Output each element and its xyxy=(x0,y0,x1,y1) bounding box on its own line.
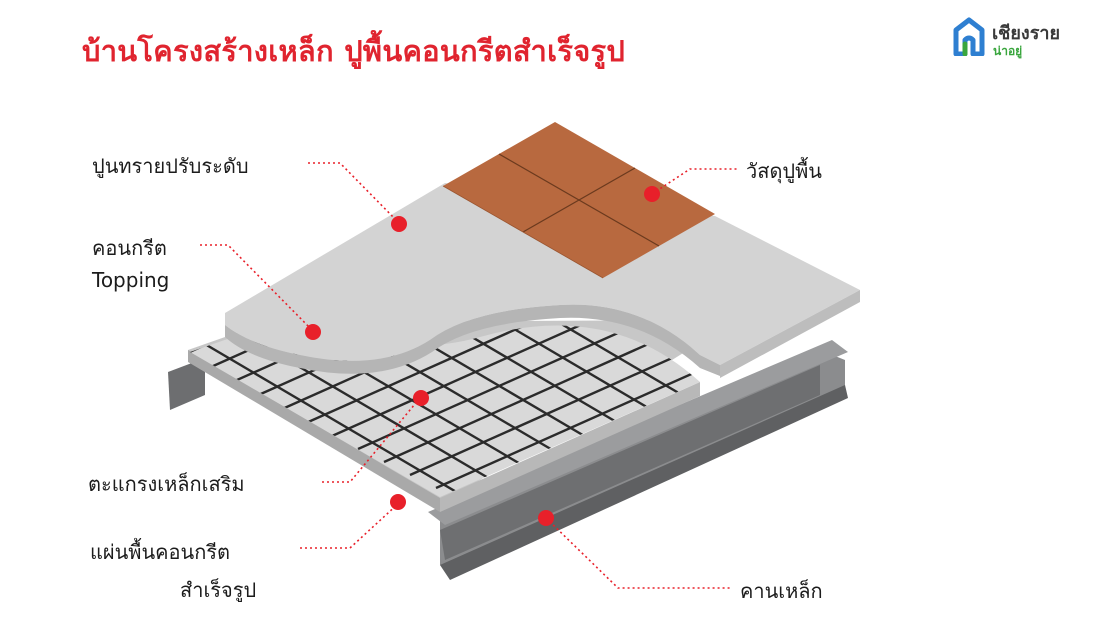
house-logo-icon xyxy=(953,17,985,56)
rebar-line xyxy=(435,325,700,490)
label-flooring: วัสดุปูพื้น xyxy=(746,159,822,183)
label-precast-line1: แผ่นพื้นคอนกรีต xyxy=(90,540,231,564)
logo-tagline: น่าอยู่ xyxy=(993,44,1023,58)
marker-precast xyxy=(390,494,406,510)
rebar-line xyxy=(738,34,1078,234)
marker-beam xyxy=(538,510,554,526)
logo: เชียงราย น่าอยู่ xyxy=(952,12,1082,62)
rebar-line xyxy=(706,48,1046,248)
leader-beam xyxy=(545,517,730,589)
markers xyxy=(305,186,660,526)
floor-tiles xyxy=(442,122,715,279)
marker-mesh xyxy=(413,390,429,406)
rebar-line xyxy=(190,325,503,488)
label-topping-line1: คอนกรีต xyxy=(92,236,167,260)
logo-name: เชียงราย xyxy=(992,23,1061,44)
label-mesh: ตะแกรงเหล็กเสริม xyxy=(88,472,245,496)
page-title: บ้านโครงสร้างเหล็ก ปูพื้นคอนกรีตสำเร็จรู… xyxy=(82,34,626,68)
steel-beam xyxy=(168,340,848,580)
leader-mesh xyxy=(322,397,421,483)
label-topping-line2: Topping xyxy=(92,268,170,292)
rebar-line xyxy=(321,325,663,418)
marker-topping xyxy=(305,324,321,340)
label-precast-line2: สำเร็จรูป xyxy=(180,578,257,602)
rebar-line xyxy=(305,325,700,425)
leader-mortar xyxy=(308,162,399,223)
topping-concrete xyxy=(225,183,860,378)
leader-precast xyxy=(300,501,401,549)
marker-flooring xyxy=(644,186,660,202)
marker-mortar xyxy=(391,216,407,232)
rebar-line xyxy=(190,325,471,497)
label-mortar: ปูนทรายปรับระดับ xyxy=(92,154,249,178)
leader-flooring xyxy=(651,168,738,195)
rebar-line xyxy=(770,20,1110,220)
rebar-line xyxy=(357,325,700,451)
rebar-line xyxy=(802,6,1120,206)
label-beam: คานเหล็ก xyxy=(740,579,823,603)
leader-lines xyxy=(200,162,738,589)
rebar-line xyxy=(353,325,695,404)
